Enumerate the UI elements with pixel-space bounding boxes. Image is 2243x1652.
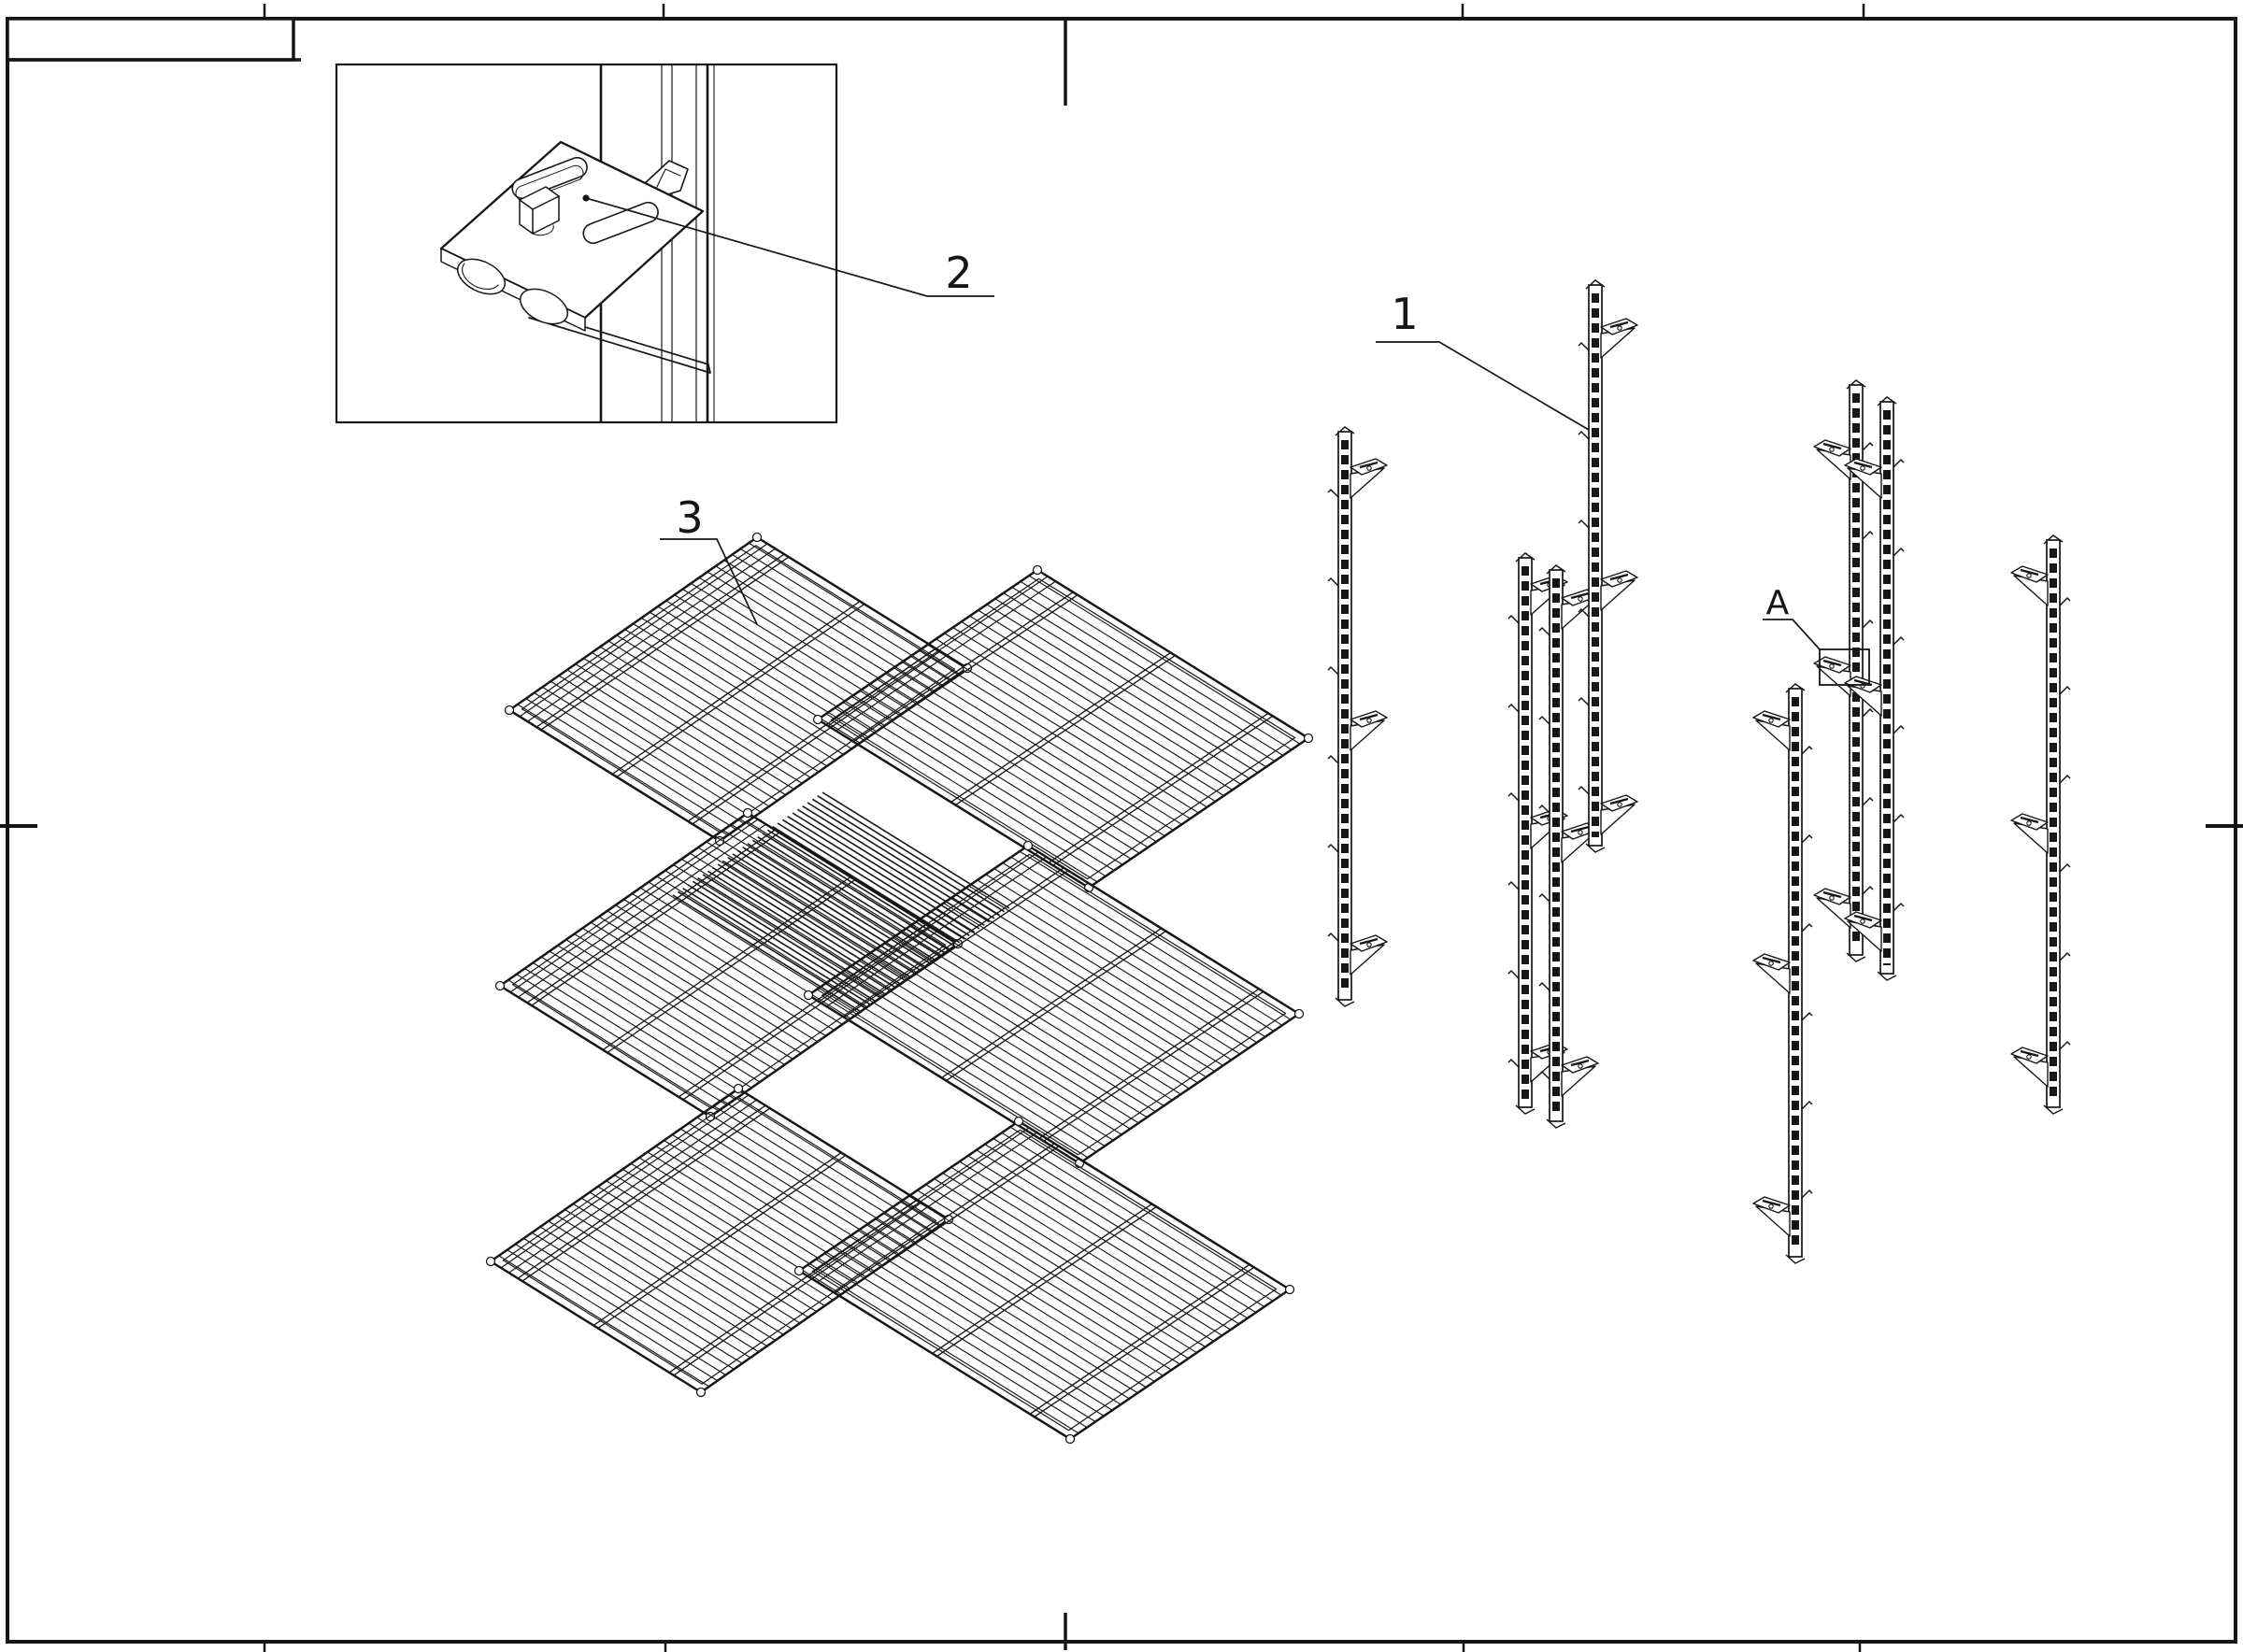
shelf-leader xyxy=(660,538,758,625)
detail-a-leader xyxy=(1763,619,1821,650)
clip-detail-view xyxy=(335,63,838,424)
wire-shelf-panel xyxy=(485,1083,954,1398)
support-rail xyxy=(1327,426,1388,1007)
wire-shelf-panel xyxy=(504,532,973,847)
part-label-clip: 2 xyxy=(945,248,972,298)
wire-shelf-stack xyxy=(485,532,1314,1445)
detail-a-frame xyxy=(1819,648,1870,686)
wire-shelf-panel xyxy=(793,1116,1295,1445)
support-rail xyxy=(1578,279,1638,853)
part-label-shelf: 3 xyxy=(676,492,703,543)
shelf-clip-drawing xyxy=(439,140,711,374)
shelf-overlap-hatch xyxy=(672,791,1010,1012)
part-label-rail: 1 xyxy=(1391,289,1418,339)
clip-leader xyxy=(585,197,994,297)
support-rail xyxy=(2010,534,2071,1115)
leader-lines xyxy=(582,194,1821,650)
support-rail-set xyxy=(1327,279,2071,1264)
wire-shelf-panel xyxy=(812,564,1314,893)
wire-shelf-panel xyxy=(494,807,964,1122)
support-rail xyxy=(1844,396,1905,981)
top-fold-ticks xyxy=(263,4,1865,20)
support-rail xyxy=(1752,683,1813,1264)
rail-leader xyxy=(1376,341,1590,431)
bottom-fold-ticks xyxy=(263,1640,1862,1652)
support-rail xyxy=(1538,564,1599,1129)
detail-a-label: A xyxy=(1766,584,1790,622)
title-block xyxy=(6,17,301,62)
sheet-border xyxy=(0,4,2243,1652)
wire-shelf-panel xyxy=(803,840,1305,1169)
